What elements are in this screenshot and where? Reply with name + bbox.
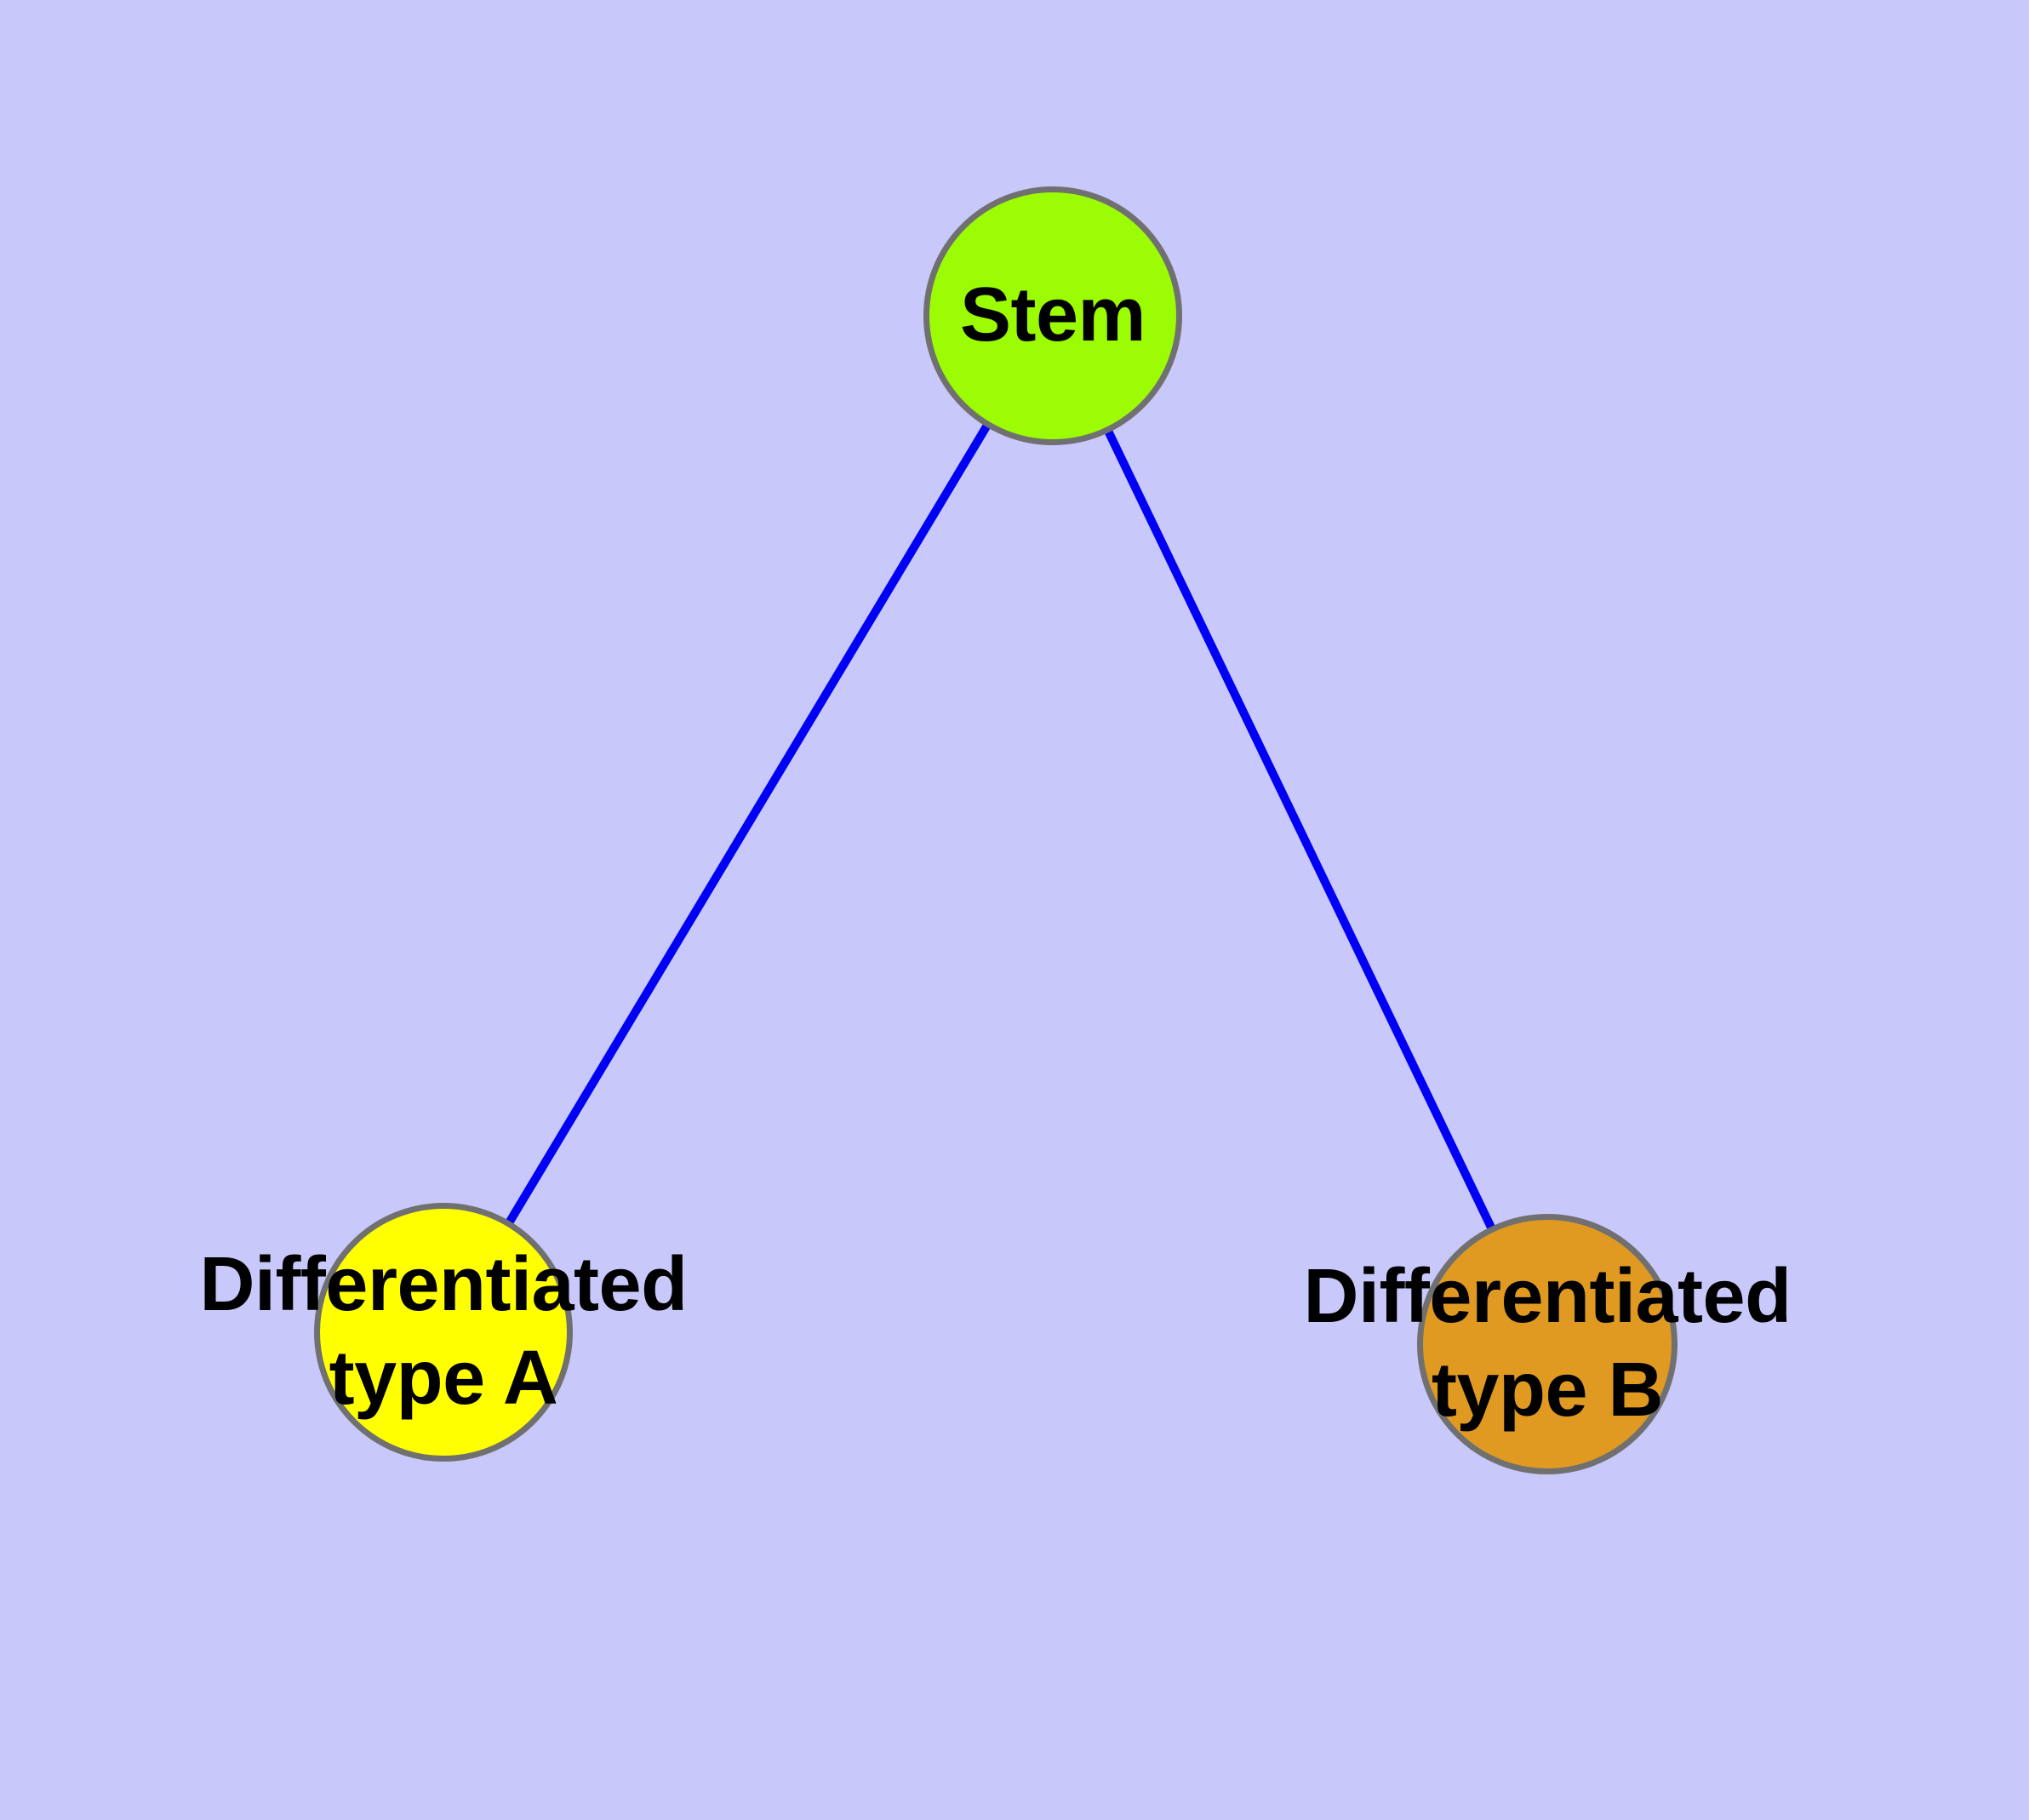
graph-node-diff_b[interactable] [1417, 1214, 1677, 1474]
edge-layer [439, 313, 1552, 1347]
graph-edge[interactable] [439, 313, 1057, 1335]
graph-node-diff_a[interactable] [314, 1203, 573, 1462]
graph-node-stem[interactable] [923, 186, 1182, 445]
graph-edge[interactable] [1049, 313, 1552, 1347]
node-layer [314, 186, 1677, 1474]
